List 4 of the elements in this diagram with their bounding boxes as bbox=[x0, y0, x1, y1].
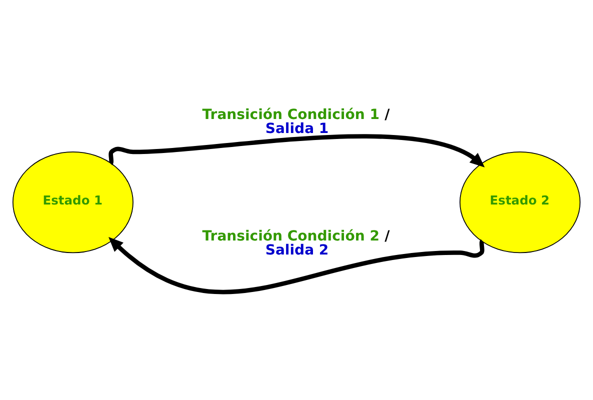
edge-label: Transición Condición 2 / Salida 2 bbox=[202, 228, 390, 258]
arrow bbox=[108, 134, 485, 167]
edge-label: Transición Condición 1 / Salida 1 bbox=[202, 106, 390, 136]
arrow bbox=[108, 236, 484, 294]
